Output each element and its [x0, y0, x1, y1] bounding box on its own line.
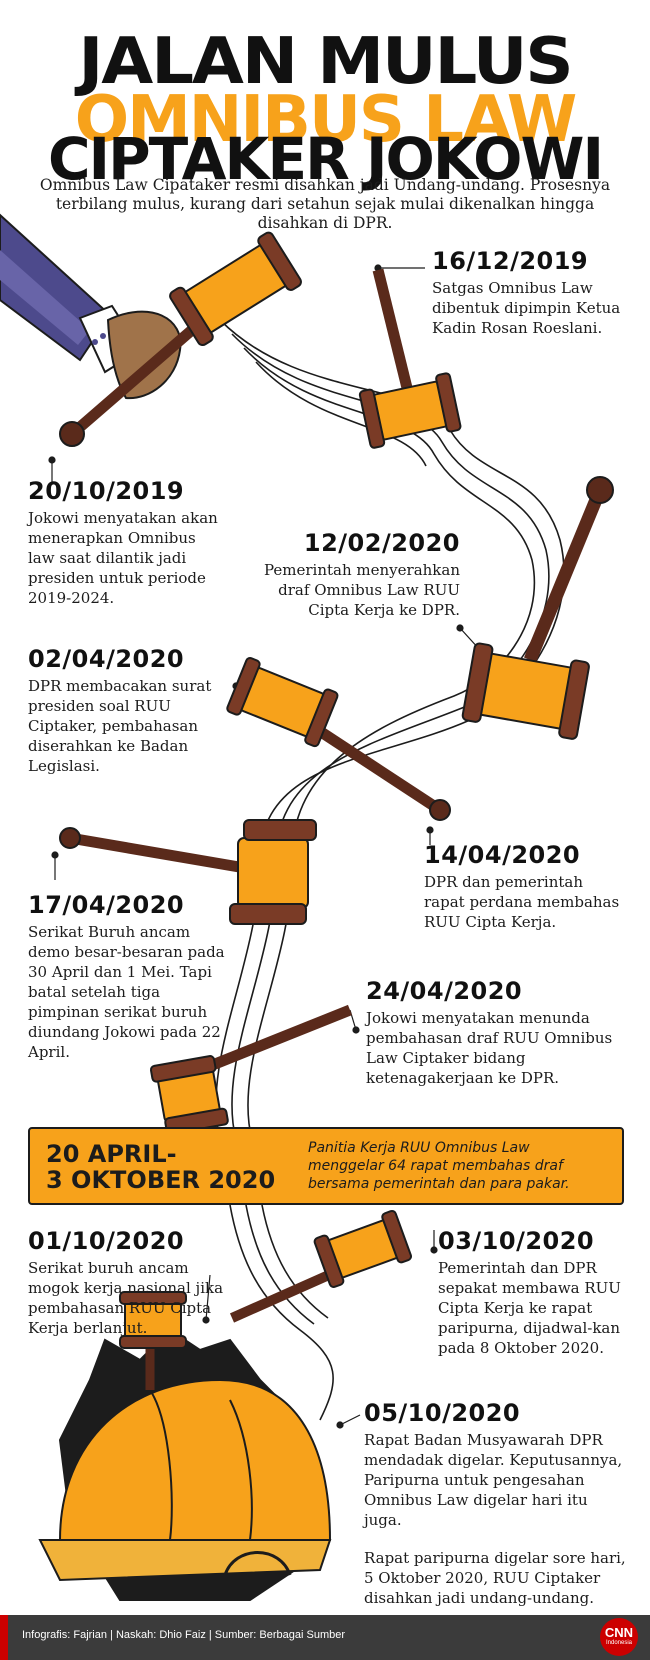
event-03-10-2020: 03/10/2020 Pemerintah dan DPR sepakat me…: [438, 1228, 638, 1358]
event-date: 12/02/2020: [303, 529, 460, 557]
event-14-04-2020: 14/04/2020 DPR dan pemerintah rapat perd…: [424, 842, 624, 932]
footer-accent-bar: [0, 1615, 8, 1660]
banner-text: Panitia Kerja RUU Omnibus Law menggelar …: [308, 1140, 570, 1192]
event-date: 20/10/2019: [28, 477, 185, 505]
gavel-4-icon: [226, 657, 451, 821]
event-text: Rapat Badan Musyawarah DPR mendadak dige…: [364, 1431, 623, 1529]
banner-date-line-1: 20 APRIL-: [46, 1140, 177, 1168]
event-date: 05/10/2020: [364, 1399, 521, 1427]
event-date: 16/12/2019: [432, 247, 589, 275]
banner-date: 20 APRIL- 3 OKTOBER 2020: [46, 1141, 275, 1193]
hard-hat-icon: [38, 1291, 332, 1601]
event-20-10-2019: 20/10/2019 Jokowi menyatakan akan menera…: [28, 478, 218, 608]
event-text: Satgas Omnibus Law dibentuk dipimpin Ket…: [432, 279, 621, 337]
event-date: 03/10/2020: [438, 1227, 595, 1255]
gavel-7-icon: [229, 1209, 412, 1323]
event-text: DPR dan pemerintah rapat perdana membaha…: [424, 873, 620, 931]
intro-text: Omnibus Law Cipataker resmi disahkan jad…: [39, 176, 611, 232]
event-02-04-2020: 02/04/2020 DPR membacakan surat presiden…: [28, 646, 228, 776]
logo-subtext: Indonesia: [605, 1640, 633, 1646]
event-text: Pemerintah menyerahkan draf Omnibus Law …: [263, 561, 460, 619]
event-text-followup: Rapat paripurna digelar sore hari, 5 Okt…: [364, 1549, 626, 1607]
event-24-04-2020: 24/04/2020 Jokowi menyatakan menunda pem…: [366, 978, 616, 1088]
gavel-5-icon: [59, 819, 317, 925]
event-12-02-2020: 12/02/2020 Pemerintah menyerahkan draf O…: [250, 530, 460, 620]
footer-credit: Infografis: Fajrian | Naskah: Dhio Faiz …: [22, 1629, 346, 1641]
event-17-04-2020: 17/04/2020 Serikat Buruh ancam demo besa…: [28, 892, 228, 1062]
event-text: Serikat buruh ancam mogok kerja nasional…: [28, 1259, 224, 1337]
event-date: 24/04/2020: [366, 977, 523, 1005]
event-date: 14/04/2020: [424, 841, 581, 869]
event-01-10-2020: 01/10/2020 Serikat buruh ancam mogok ker…: [28, 1228, 228, 1338]
gavel-6-icon: [149, 1004, 353, 1135]
title-line-3: CIPTAKER JOKOWI: [47, 125, 604, 193]
event-text: Jokowi menyatakan akan menerapkan Omnibu…: [28, 509, 218, 607]
period-banner: 20 APRIL- 3 OKTOBER 2020 Panitia Kerja R…: [28, 1127, 624, 1205]
event-date: 02/04/2020: [28, 645, 185, 673]
event-text: Serikat Buruh ancam demo besar-besaran p…: [28, 923, 225, 1061]
title-line-2: OMNIBUS LAW: [74, 83, 578, 157]
gavel-3-icon: [461, 476, 614, 740]
cnn-indonesia-logo: CNN Indonesia: [600, 1618, 638, 1656]
event-date: 17/04/2020: [28, 891, 185, 919]
title-line-1: JALAN MULUS: [78, 25, 573, 99]
event-date: 01/10/2020: [28, 1227, 185, 1255]
event-text: Jokowi menyatakan menunda pembahasan dra…: [366, 1009, 613, 1087]
gavel-1-icon: [59, 231, 302, 447]
logo-text: CNN: [604, 1625, 634, 1640]
banner-date-line-2: 3 OKTOBER 2020: [46, 1166, 276, 1194]
event-text: Pemerintah dan DPR sepakat membawa RUU C…: [438, 1259, 621, 1357]
hand-holding-gavel: [0, 213, 182, 400]
event-05-10-2020: 05/10/2020 Rapat Badan Musyawarah DPR me…: [364, 1400, 628, 1608]
event-text: DPR membacakan surat presiden soal RUU C…: [28, 677, 212, 775]
footer: Infografis: Fajrian | Naskah: Dhio Faiz …: [0, 1615, 650, 1660]
event-16-12-2019: 16/12/2019 Satgas Omnibus Law dibentuk d…: [432, 248, 632, 338]
gavel-2-icon: [358, 268, 462, 449]
